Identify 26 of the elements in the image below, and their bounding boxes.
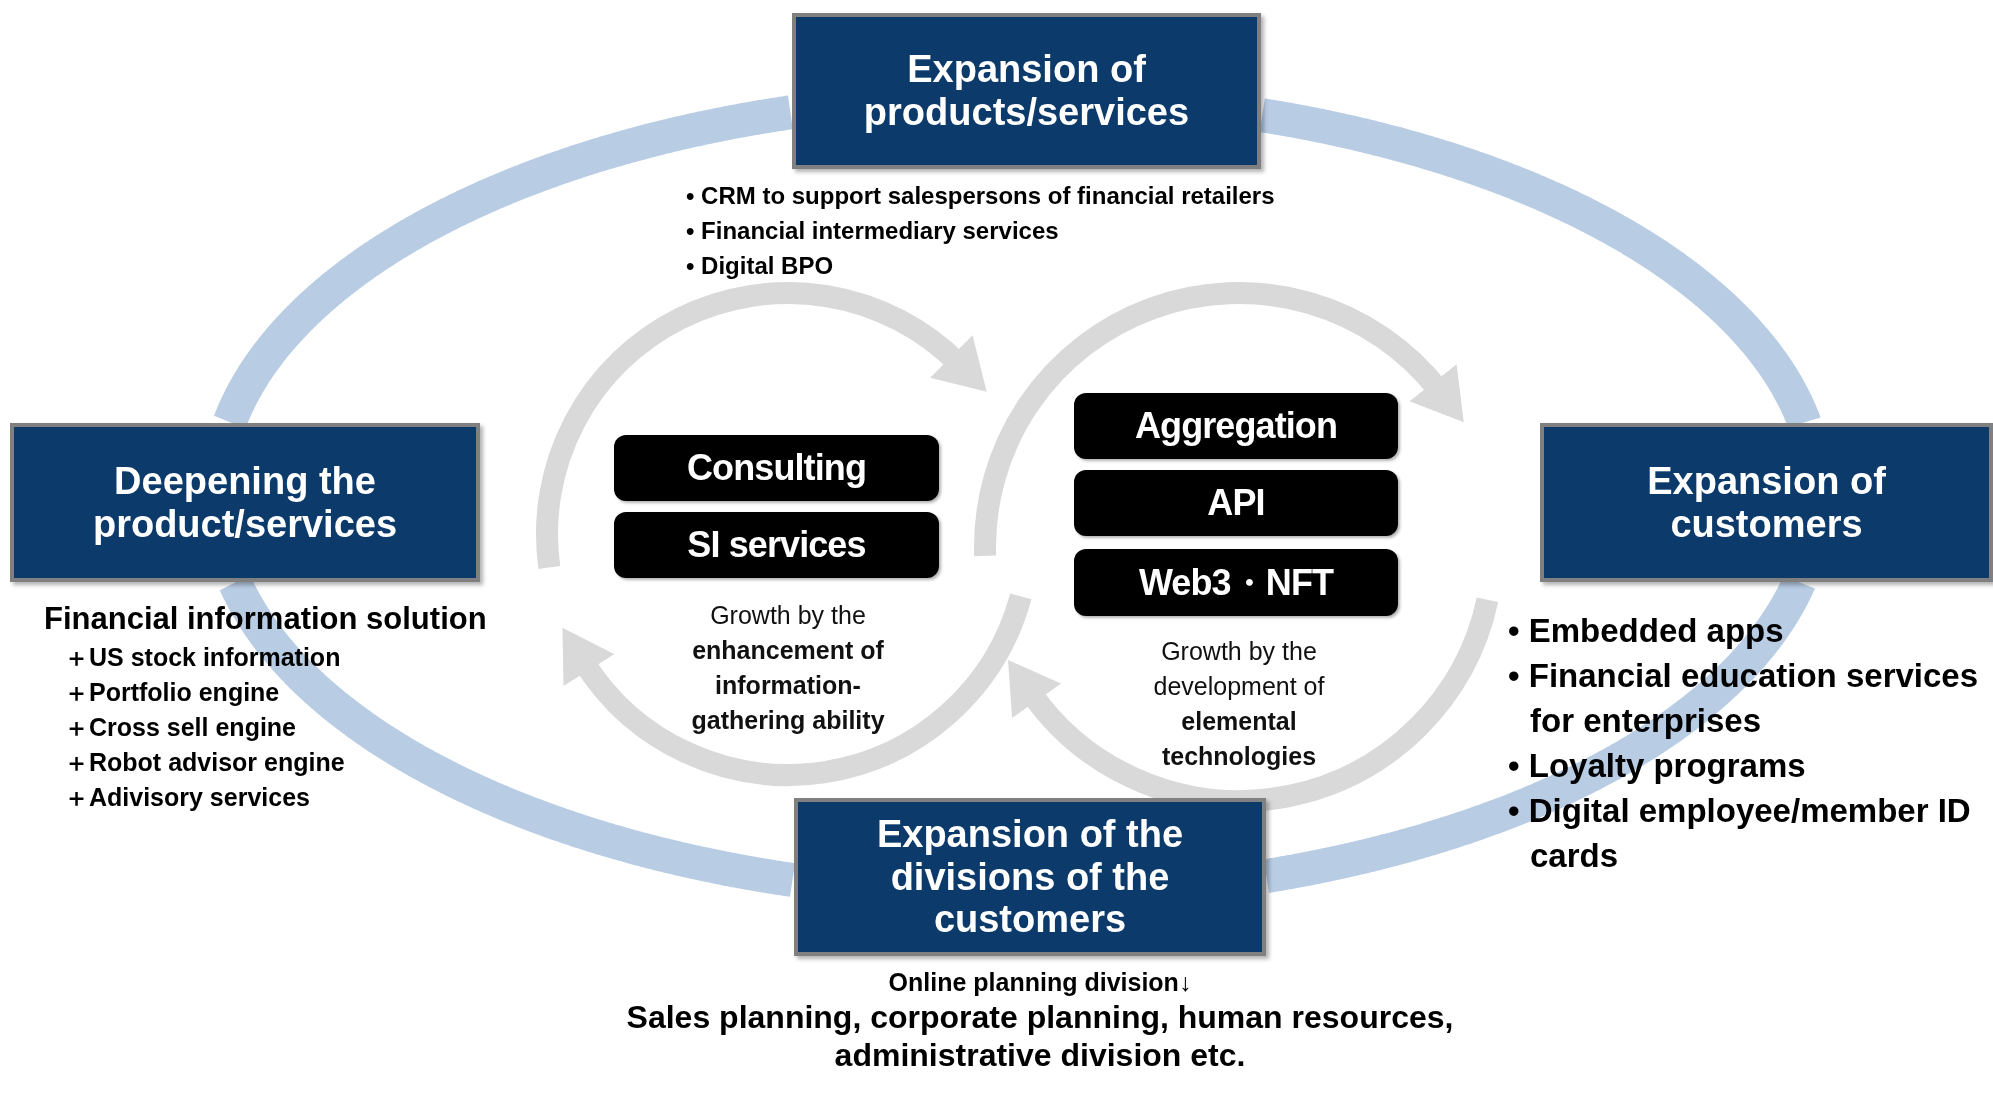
note-text: Financial information solution <box>44 600 488 638</box>
list-item: ＋Robot advisor engine <box>63 747 346 778</box>
list-item: • Digital employee/member ID cards <box>1508 791 1972 876</box>
capability-pill: API <box>1074 470 1398 536</box>
list-item: • Financial intermediary services <box>686 216 1060 246</box>
caption-text: Growth by the enhancement of information-gathering ability <box>690 600 886 736</box>
list-item: • Loyalty programs <box>1508 746 1807 786</box>
capability-pill: Consulting <box>614 435 939 501</box>
list-item: • Embedded apps <box>1508 611 1785 651</box>
capability-pill: SI services <box>614 512 939 578</box>
stage-box: Deepening the product/services <box>10 423 480 582</box>
list-item: • CRM to support salespersons of financial retailers <box>686 181 1276 211</box>
list-item: ＋Adivisory services <box>63 782 311 813</box>
caption-text: Growth by the development of elemental technologies <box>1152 636 1326 772</box>
list-item: ＋US stock information <box>63 642 342 673</box>
list-item: • Financial education services for enterprises <box>1508 656 1980 741</box>
list-item: ＋Portfolio engine <box>63 677 281 708</box>
capability-pill: Web3・NFT <box>1074 549 1398 616</box>
list-item: • Digital BPO <box>686 251 835 281</box>
list-item: ＋Cross sell engine <box>63 712 298 743</box>
capability-pill: Aggregation <box>1074 393 1398 459</box>
stage-box: Expansion of customers <box>1540 423 1993 582</box>
stage-box: Expansion of products/services <box>792 13 1261 169</box>
stage-box: Expansion of the divisions of the customers <box>794 798 1266 956</box>
note-text: Online planning division↓ <box>887 967 1193 998</box>
note-text: Sales planning, corporate planning, human resources, administrative division etc. <box>625 998 1455 1074</box>
